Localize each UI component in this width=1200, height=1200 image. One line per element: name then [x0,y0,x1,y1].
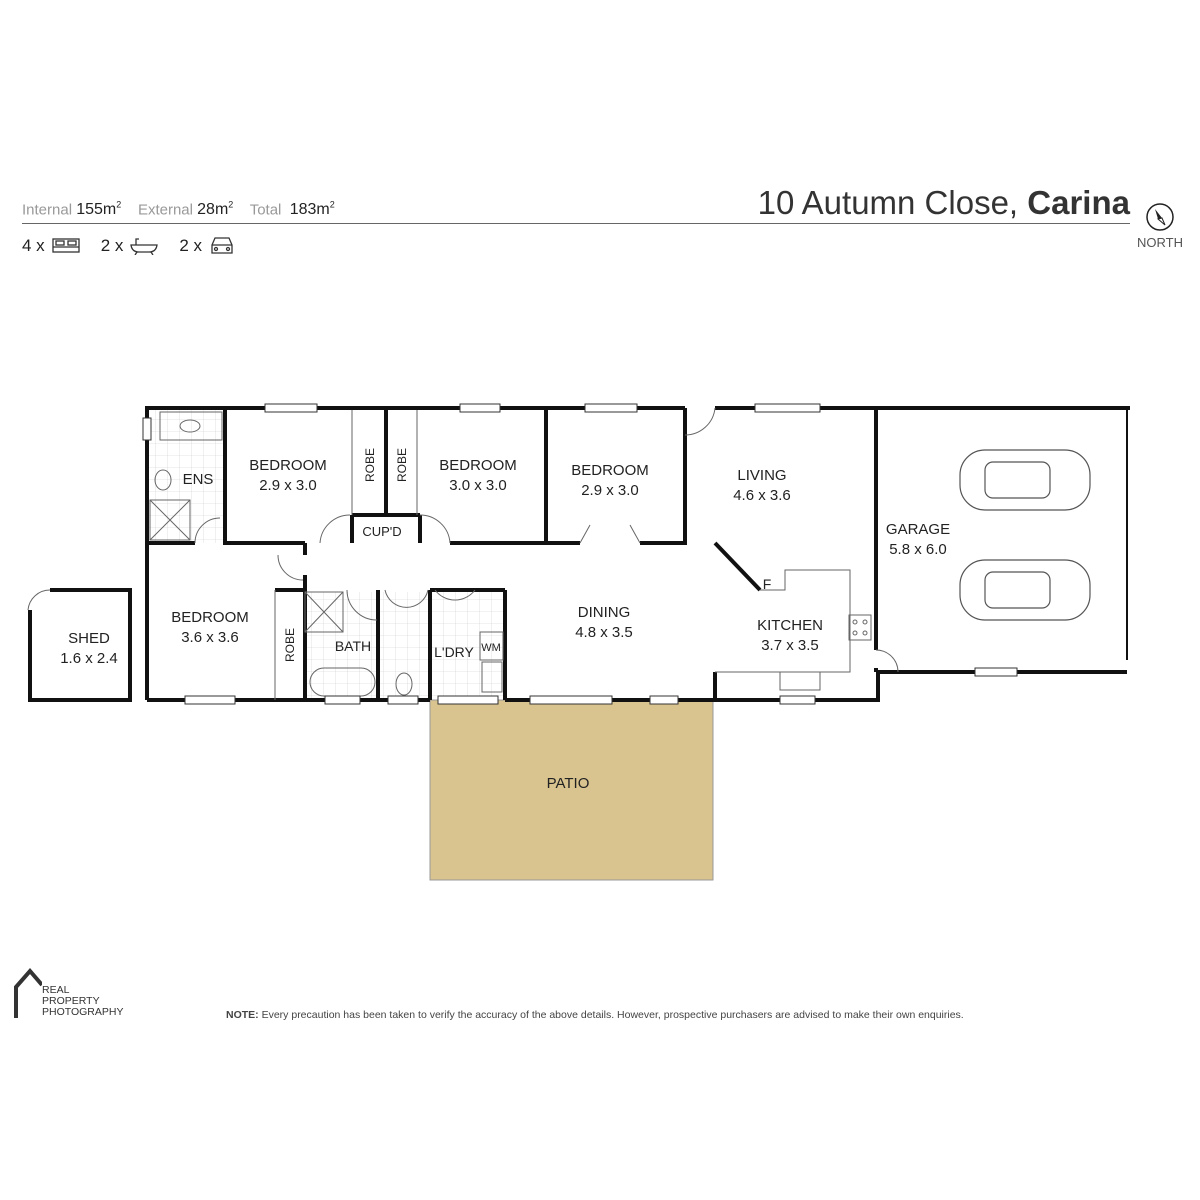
area-stats: Internal 155m2 External 28m2 Total 183m2 [22,200,335,219]
patio-label: PATIO [547,775,590,792]
bath-label: BATH [335,638,371,654]
cupd-label: CUP'D [362,524,401,539]
kitchen-size: 3.7 x 3.5 [761,637,819,654]
property-address: 10 Autumn Close, Carina [758,184,1130,222]
shed-size: 1.6 x 2.4 [60,650,118,667]
internal-value: 155m [76,201,117,219]
windows [142,403,1018,705]
total-label: Total [249,201,282,219]
dining-size: 4.8 x 3.5 [575,624,633,641]
garage-size: 5.8 x 6.0 [889,541,947,558]
bed3-size: 2.9 x 3.0 [581,482,639,499]
note-text: Every precaution has been taken to verif… [261,1009,964,1021]
logo-line: PHOTOGRAPHY [42,1006,124,1018]
north-indicator: NORTH [1132,202,1188,250]
shed-walls [28,588,132,702]
living-name: LIVING [737,467,786,484]
shed-name: SHED [68,630,110,647]
car-icon [211,237,233,254]
sup: 2 [116,200,122,210]
car-count: 2 x [179,236,203,255]
bed4-name: BEDROOM [171,609,249,626]
robe3-label: ROBE [283,628,297,662]
garage-name: GARAGE [886,521,950,538]
bed3-name: BEDROOM [571,462,649,479]
sup: 2 [228,200,234,210]
ens-label: ENS [183,471,214,488]
bed-icon [52,238,80,253]
address-suburb: Carina [1027,184,1130,221]
sup: 2 [329,200,335,210]
robe2-label: ROBE [395,448,409,482]
laundry-label: L'DRY [434,644,474,660]
external-label: External [137,201,193,219]
compass-icon [1146,203,1174,231]
bed4-size: 3.6 x 3.6 [181,629,239,646]
wet-tiles [305,592,503,698]
fixtures [149,407,899,700]
north-label: NORTH [1137,235,1183,250]
bath-icon [130,238,159,255]
dining-name: DINING [578,604,631,621]
wm-label: WM [481,642,501,654]
company-logo-icon [14,967,42,1018]
logo-line: REAL [42,984,70,996]
disclaimer-note: NOTE: Every precaution has been taken to… [226,1009,964,1021]
bed1-size: 2.9 x 3.0 [259,477,317,494]
bed-count: 4 x [22,236,45,255]
external-value: 28m [197,201,229,219]
living-size: 4.6 x 3.6 [733,487,791,504]
robe1-label: ROBE [363,448,377,482]
address-street: 10 Autumn Close, [757,184,1019,221]
company-logo-text: REAL PROPERTY PHOTOGRAPHY [42,985,124,1018]
logo-line: PROPERTY [42,995,100,1007]
cars [959,449,1091,621]
header-rule [22,223,1130,224]
bed2-size: 3.0 x 3.0 [449,477,507,494]
note-label: NOTE: [226,1009,259,1021]
total-value: 183m [289,201,330,219]
internal-label: Internal [22,201,73,219]
bed1-name: BEDROOM [249,457,327,474]
bed2-name: BEDROOM [439,457,517,474]
bath-count: 2 x [100,236,124,255]
shed-door [27,589,51,611]
feature-counts: 4 x 2 x 2 x [22,236,250,256]
fridge-label: F [763,576,772,592]
kitchen-name: KITCHEN [757,617,823,634]
